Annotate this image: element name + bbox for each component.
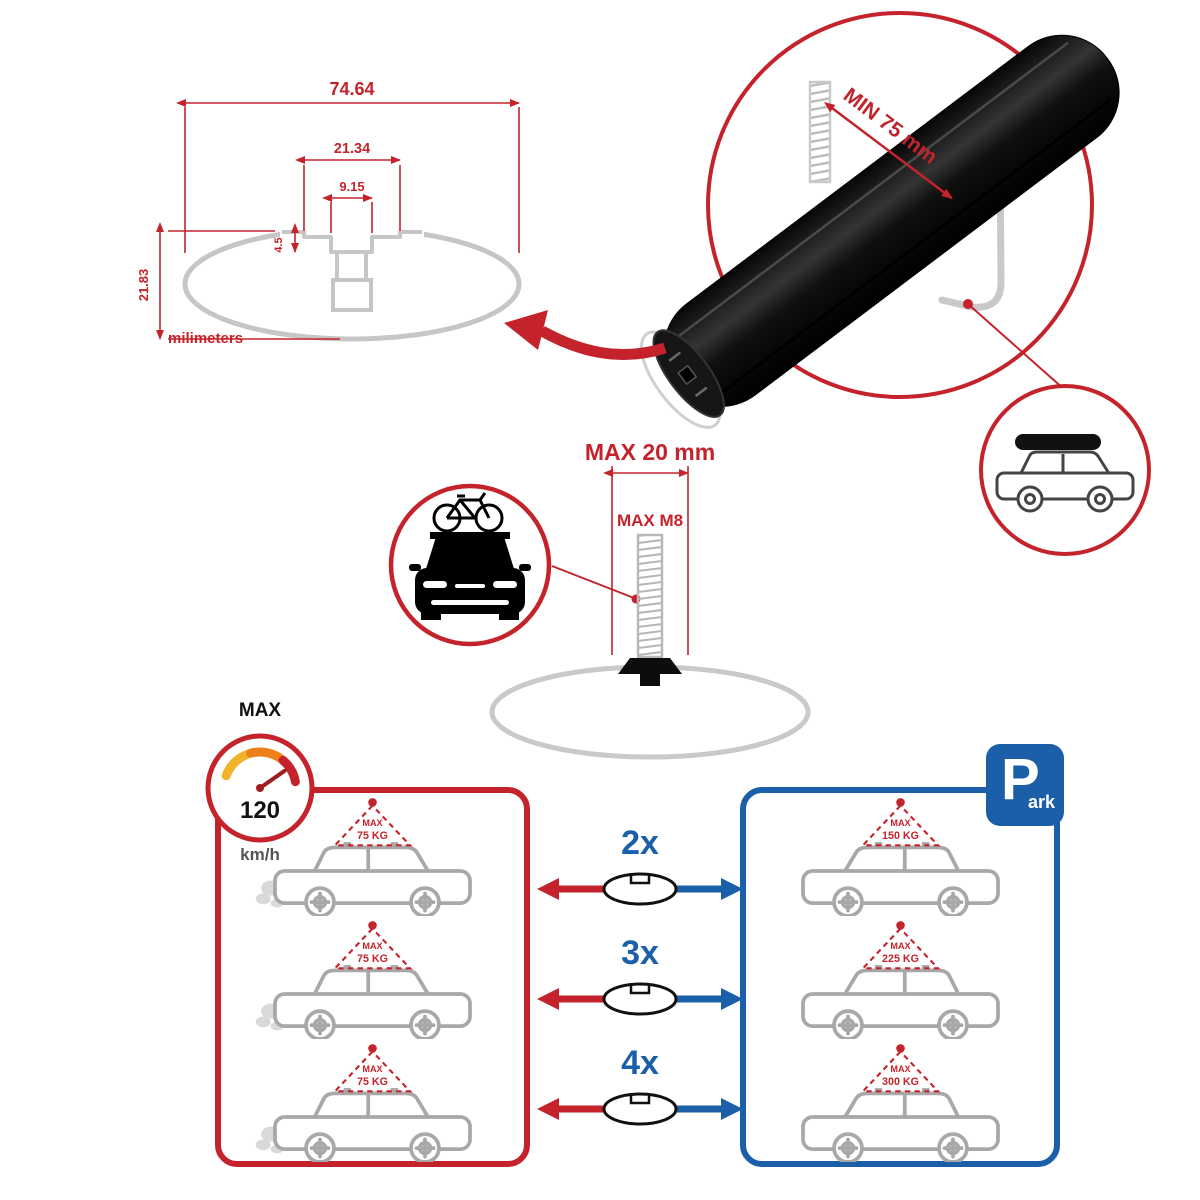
roof-load-tent: MAX 150 KG [860,798,940,847]
roof-load-tent: MAX 75 KG [332,921,413,970]
multiplier-3x: 3x [621,934,659,972]
car-front-icon [409,532,531,620]
dim-slot-depth: 4.5 [273,237,285,252]
tent-load-value: 75 KG [357,830,388,842]
gauge-arcs [221,747,300,787]
car-slot-right-1: MAX 150 KG [783,796,1018,916]
gauge-hub [256,784,264,792]
dimension-lines [156,99,520,340]
tent-max-label: MAX [890,941,910,951]
suv-roofbox-icon [995,434,1135,513]
dim-total-width: 74.64 [329,79,374,99]
car-outline [800,840,1000,916]
tent-load-value: 150 KG [882,830,919,842]
tent-max-label: MAX [890,1064,910,1074]
tent-load-value: 75 KG [357,953,388,965]
threaded-bolt [618,533,682,686]
speed-value: 120 [240,797,280,824]
tent-max-label: MAX [362,941,382,951]
tent-load-value: 75 KG [357,1076,388,1088]
max-thread-label: MAX M8 [617,511,683,530]
multi-bar-load-box: MAX 150 KG MAX 225 KG [740,787,1060,1167]
roof-load-tent: MAX 225 KG [860,921,940,970]
car-slot-right-2: MAX 225 KG [783,919,1018,1039]
crossbar-photo [639,34,1120,429]
single-bar-load-box: MAX 75 KG MAX 75 KG [215,787,530,1167]
bar-section-icon [602,982,678,1016]
car-slot-left-3: MAX 75 KG [255,1042,490,1162]
car-outline [273,963,472,1039]
speed-unit: km/h [240,845,280,864]
bolt-dimension-lines [603,466,689,655]
gauge-needle [258,768,287,790]
speed-limit-gauge: MAX 120 km/h [205,700,315,864]
pointer-arrow-to-profile [504,310,667,360]
car-slot-left-1: MAX 75 KG [255,796,490,916]
park-sign: P ark [986,744,1064,826]
bar-section-icon [602,1092,678,1126]
bike-icon [432,492,504,533]
tent-max-label: MAX [890,818,910,828]
speed-max-label: MAX [239,700,282,721]
bolt-dimension-diagram: MAX 20 mm MAX M8 [489,440,811,760]
compare-arrow-row-2 [537,982,743,1016]
car-slot-left-2: MAX 75 KG [255,919,490,1039]
multiplier-4x: 4x [621,1044,659,1082]
dim-channel-width: 21.34 [334,141,370,157]
detail-circle-outline [706,11,1094,399]
profile-dimension-diagram: 74.64 21.34 9.15 4.5 21.83 milimeters [136,79,522,347]
roof-load-tent: MAX 75 KG [332,1044,413,1093]
max-length-label: MAX 20 mm [585,440,715,465]
unit-label: milimeters [168,330,243,347]
car-outline [800,1086,1000,1162]
car-outline [273,1086,472,1162]
tent-max-label: MAX [362,818,382,828]
bar-profile-ghost [182,222,522,342]
suv-roofbox-circle [979,384,1151,556]
car-front-circle [388,483,552,647]
compare-arrow-row-1 [537,872,743,906]
callout-line-bolt [551,565,635,599]
multiplier-2x: 2x [621,824,659,862]
park-sign-initial: P [1001,747,1040,812]
bar-section-icon [602,872,678,906]
roof-load-tent: MAX 75 KG [332,798,413,847]
car-slot-right-3: MAX 300 KG [783,1042,1018,1162]
park-sign-rest: ark [1028,792,1056,812]
roof-load-tent: MAX 300 KG [860,1044,940,1093]
car-outline [800,963,1000,1039]
compare-arrow-row-3 [537,1092,743,1126]
tent-max-label: MAX [362,1064,382,1074]
crossbar-detail-circle: MIN 75 mm [504,11,1120,429]
callout-line [967,303,1066,391]
tent-load-value: 300 KG [882,1076,919,1088]
tent-load-value: 225 KG [882,953,919,965]
dim-slot-width: 9.15 [339,179,364,194]
dim-height: 21.83 [136,269,151,302]
